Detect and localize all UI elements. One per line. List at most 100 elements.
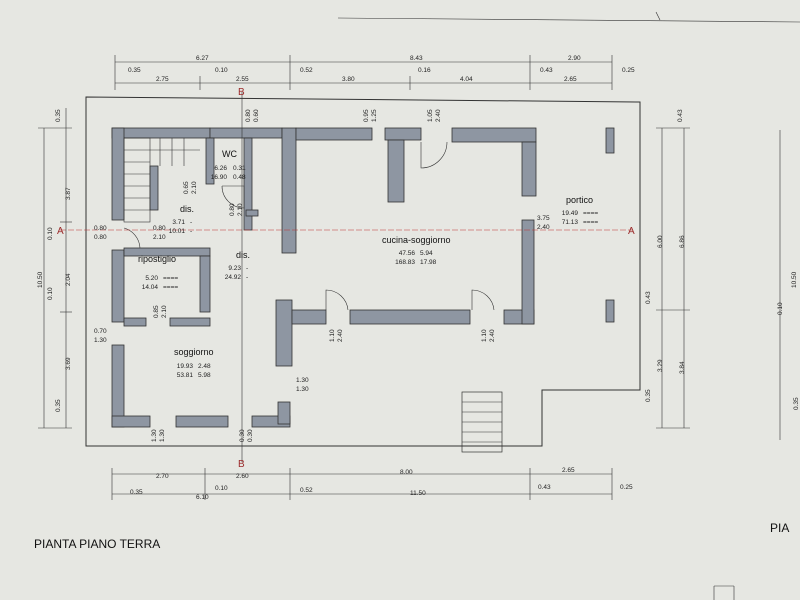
dimension-label: 1.10 <box>329 329 336 342</box>
wall-top-left <box>111 127 211 139</box>
wall-left-mid <box>111 249 125 323</box>
section-b-top: B <box>238 87 245 98</box>
dimension-label: 6.00 <box>657 235 664 248</box>
room-soggiorno: soggiorno 19.93 2.48 53.81 5.98 <box>174 347 214 379</box>
dimension-label: 0.35 <box>55 109 62 122</box>
dimension-label: 1.30 <box>296 386 309 393</box>
wall-rip-right <box>199 255 211 313</box>
dimension-label: 2.40 <box>435 109 442 122</box>
dimension-label: 0.16 <box>418 67 431 74</box>
wall-column-top <box>281 127 297 254</box>
dimension-label: 17.98 <box>420 259 437 266</box>
dimension-label: 0.30 <box>247 429 254 442</box>
dimensions-left: 0.35 3.87 0.10 2.04 0.10 3.69 0.35 10.50 <box>37 108 72 429</box>
dimension-label: portico <box>566 195 593 205</box>
dimension-label: 0.80 <box>245 109 252 122</box>
dimension-label: 53.81 <box>177 372 194 379</box>
dimension-label: 3.87 <box>65 187 72 200</box>
dimension-label: 5.98 <box>198 372 211 379</box>
dimension-label: 0.85 <box>153 305 160 318</box>
dimension-label: 2.10 <box>161 305 168 318</box>
wall-stair-inner <box>149 165 159 211</box>
section-a-right: A <box>628 226 635 237</box>
dimension-label: - <box>246 274 248 281</box>
dimension-label: 47.56 <box>399 250 416 257</box>
dimension-label: 3.75 <box>537 215 550 222</box>
wall-rip-bottom-2 <box>169 317 211 327</box>
dimension-label: 0.10 <box>215 485 228 492</box>
dimension-label: 2.10 <box>237 203 244 216</box>
dimension-label: 71.13 <box>562 219 579 226</box>
sheet-tick <box>655 11 661 21</box>
dimension-label: 3.71 <box>172 219 185 226</box>
dimension-label: 0.25 <box>622 67 635 74</box>
wall-mid-column <box>275 299 293 367</box>
room-portico: portico 19.49 ==== 71.13 ==== <box>562 195 599 226</box>
dimension-label: - <box>190 219 192 226</box>
dimension-label: dis. <box>180 204 194 214</box>
dimension-label: 3.84 <box>679 361 686 374</box>
dimension-label: 0.35 <box>55 399 62 412</box>
dimension-label: 2.04 <box>65 273 72 286</box>
dimension-label: 0.43 <box>538 484 551 491</box>
dimension-label: 0.80 <box>94 234 107 241</box>
dimension-label: 0.10 <box>777 302 784 315</box>
dimension-label: 0.80 <box>94 225 107 232</box>
dimension-label: ripostiglio <box>138 254 176 264</box>
wall-kitchen-right <box>521 219 535 325</box>
dimension-label: 1.25 <box>371 109 378 122</box>
dimension-label: soggiorno <box>174 347 214 357</box>
dimension-label: 10.01 <box>169 228 186 235</box>
wall-portico-bottom <box>605 299 615 323</box>
dimension-label: 168.83 <box>395 259 415 266</box>
dimension-label: 1.30 <box>94 337 107 344</box>
dimension-label: 0.43 <box>645 291 652 304</box>
dimension-label: 2.40 <box>489 329 496 342</box>
external-steps <box>461 391 503 453</box>
plan-title: PIANTA PIANO TERRA <box>34 537 160 551</box>
dimension-label: 0.70 <box>94 328 107 335</box>
dimension-label: 10.50 <box>791 271 798 288</box>
dimension-label: 0.65 <box>183 181 190 194</box>
dimension-label: 2.40 <box>337 329 344 342</box>
dimension-label: 0.60 <box>253 109 260 122</box>
wall-rip-bottom-1 <box>123 317 147 327</box>
section-a-left: A <box>57 226 64 237</box>
dimension-label: 24.92 <box>225 274 242 281</box>
dimension-label: 11.50 <box>410 490 426 497</box>
dimension-label: 0.52 <box>300 487 313 494</box>
dimension-label: - <box>190 228 192 235</box>
dimension-label: ==== <box>583 210 598 217</box>
dimension-label: ==== <box>163 275 178 282</box>
dimension-label: 0.35 <box>645 389 652 402</box>
dimension-label: cucina-soggiorno <box>382 235 451 245</box>
dimension-label: 16.90 <box>211 174 228 181</box>
room-wc: WC 6.26 0.31 16.90 0.48 <box>211 149 246 181</box>
dimension-label: 2.55 <box>236 76 249 83</box>
dimension-label: 2.60 <box>236 473 249 480</box>
wall-left-top <box>111 127 125 221</box>
dimensions-top: 6.27 8.43 2.90 0.35 0.10 0.52 0.16 0.43 … <box>114 55 635 90</box>
dimension-label: 1.30 <box>296 377 309 384</box>
wall-top-mid2 <box>384 127 422 141</box>
dimension-label: 6.86 <box>679 235 686 248</box>
dimension-label: 1.30 <box>151 429 158 442</box>
room-name: WC <box>222 149 237 159</box>
door-swings <box>123 141 495 311</box>
dimension-label: 0.80 <box>153 225 166 232</box>
dimension-label: 1.10 <box>481 329 488 342</box>
dimension-label: 5.20 <box>145 275 158 282</box>
dimension-label: 0.25 <box>620 484 633 491</box>
dimension-label: 0.43 <box>677 109 684 122</box>
wall-top-wc <box>209 127 283 139</box>
dimension-label: 2.10 <box>191 181 198 194</box>
opening-dimensions: 0.80 0.60 0.95 1.25 1.05 2.40 0.65 2.10 … <box>94 109 550 442</box>
dimension-label: ==== <box>583 219 598 226</box>
dimension-label: 2.90 <box>568 55 581 62</box>
wall-kitchen-bottom-2 <box>349 309 471 325</box>
dimension-label: 8.00 <box>400 469 413 476</box>
wall-bottom-stub <box>277 401 291 425</box>
room-cucina-soggiorno: cucina-soggiorno 47.56 5.94 168.83 17.98 <box>382 235 451 266</box>
dimension-label: 0.52 <box>300 67 313 74</box>
